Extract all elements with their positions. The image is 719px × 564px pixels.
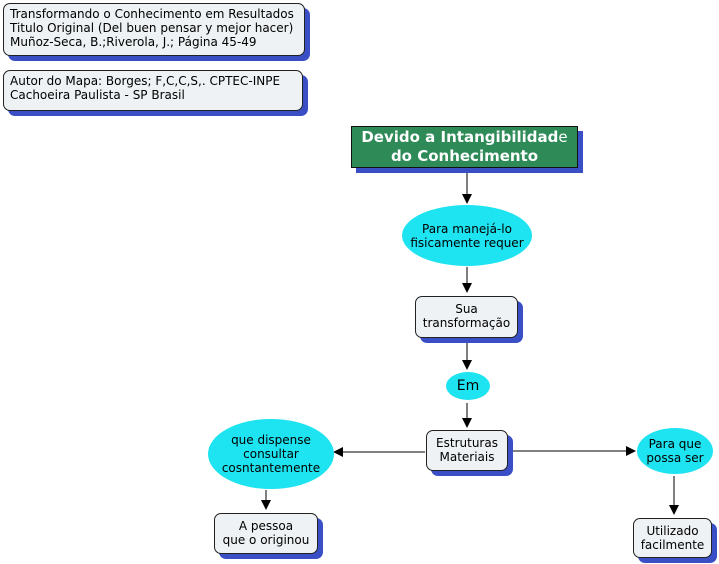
- link-para-manejar-ellipse: Para manejá-lo fisicamente requer: [402, 205, 532, 266]
- estruturas-line2: Materiais: [439, 450, 495, 464]
- concept-utilizado-box: Utilizado facilmente: [633, 518, 712, 558]
- source-authors: Muñoz-Seca, B.;Riverola, J.; Página 45-4…: [10, 35, 257, 49]
- para-que-line1: Para que: [648, 437, 702, 451]
- pessoa-line2: que o originou: [222, 533, 310, 547]
- source-original-title: Titulo Original (Del buen pensar y mejor…: [10, 21, 294, 35]
- link-em-ellipse: Em: [446, 372, 490, 400]
- dispense-line1: que dispense: [231, 433, 311, 447]
- pessoa-line1: A pessoa: [238, 519, 294, 533]
- author-location: Cachoeira Paulista - SP Brasil: [10, 88, 185, 102]
- transformacao-line2: transformação: [422, 316, 511, 330]
- root-concept-line1-tail: e: [558, 128, 568, 146]
- author-name: Autor do Mapa: Borges; F,C,C,S,. CPTEC-I…: [10, 74, 281, 88]
- transformacao-line1: Sua: [455, 302, 478, 316]
- em-label: Em: [456, 378, 480, 394]
- link-dispense-ellipse: que dispense consultar cosntantemente: [208, 419, 334, 489]
- concept-estruturas-box: Estruturas Materiais: [426, 430, 508, 471]
- para-manejar-line1: Para manejá-lo: [422, 221, 512, 236]
- para-que-line2: possa ser: [646, 451, 704, 465]
- root-concept-box: Devido a Intangibilidade do Conhecimento: [351, 126, 578, 168]
- root-concept-line1: Devido a Intangibilidade: [352, 128, 577, 147]
- utilizado-line1: Utilizado: [646, 524, 699, 538]
- root-concept-line2: do Conhecimento: [390, 147, 539, 165]
- dispense-line3: cosntantemente: [221, 461, 321, 475]
- concept-transformacao-box: Sua transformação: [415, 296, 518, 338]
- concept-pessoa-box: A pessoa que o originou: [214, 513, 318, 554]
- link-para-que-ellipse: Para que possa ser: [637, 428, 713, 474]
- dispense-line2: consultar: [243, 447, 299, 461]
- source-title: Transformando o Conhecimento em Resultad…: [10, 7, 294, 21]
- root-concept-line1-bold: Devido a Intangibilidad: [361, 128, 559, 146]
- author-note: Autor do Mapa: Borges; F,C,C,S,. CPTEC-I…: [3, 70, 303, 111]
- source-note: Transformando o Conhecimento em Resultad…: [3, 3, 305, 56]
- para-manejar-line2: fisicamente requer: [410, 235, 524, 250]
- utilizado-line2: facilmente: [640, 538, 705, 552]
- estruturas-line1: Estruturas: [436, 436, 498, 450]
